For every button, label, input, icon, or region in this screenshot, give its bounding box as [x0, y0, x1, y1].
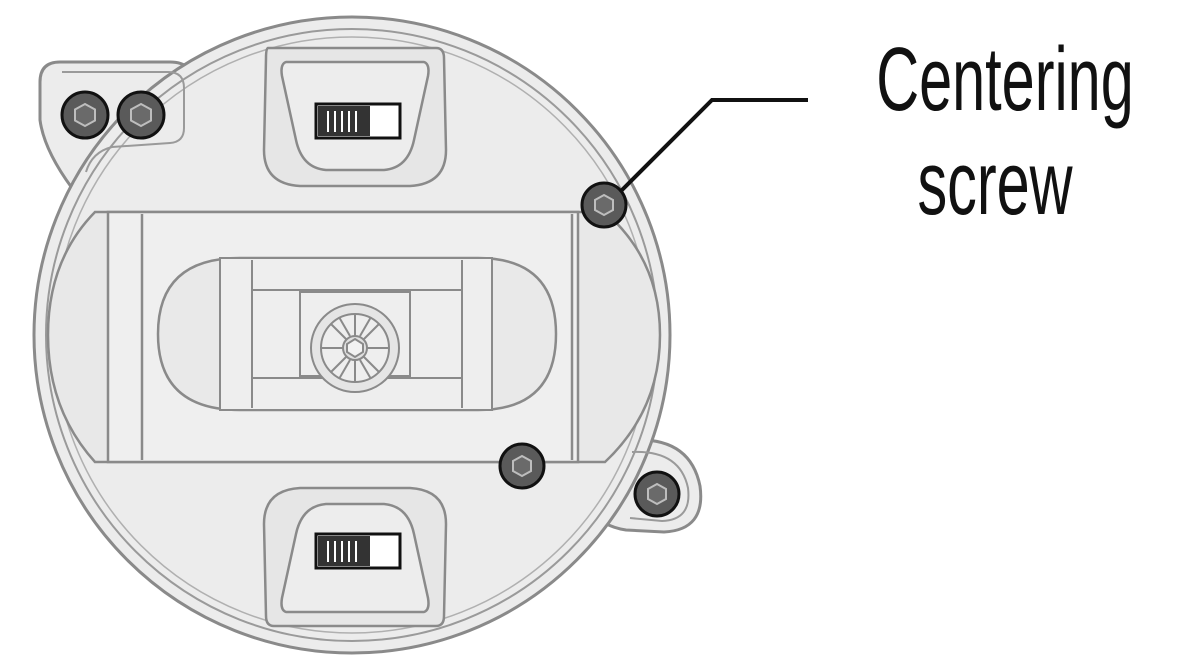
- top-slide-switch-icon: [314, 102, 402, 140]
- hex-socket-screw-icon: [60, 90, 110, 140]
- centering-screw-icon: [580, 181, 628, 229]
- lower-right-tab-inner: [629, 450, 690, 523]
- bottom-slide-switch-icon: [314, 532, 402, 570]
- hex-socket-screw-icon: [498, 442, 546, 490]
- callout-label-line1: Centering: [876, 30, 1134, 130]
- callout-label-line2: screw: [917, 134, 1073, 234]
- hex-socket-screw-icon: [633, 470, 681, 518]
- callout-label: Centering screw: [876, 28, 1134, 236]
- callout-leader-line: [618, 98, 808, 194]
- upper-left-tab-inner: [62, 71, 185, 173]
- gimbal-gear-wheel: [310, 303, 400, 393]
- hex-socket-screw-icon: [116, 90, 166, 140]
